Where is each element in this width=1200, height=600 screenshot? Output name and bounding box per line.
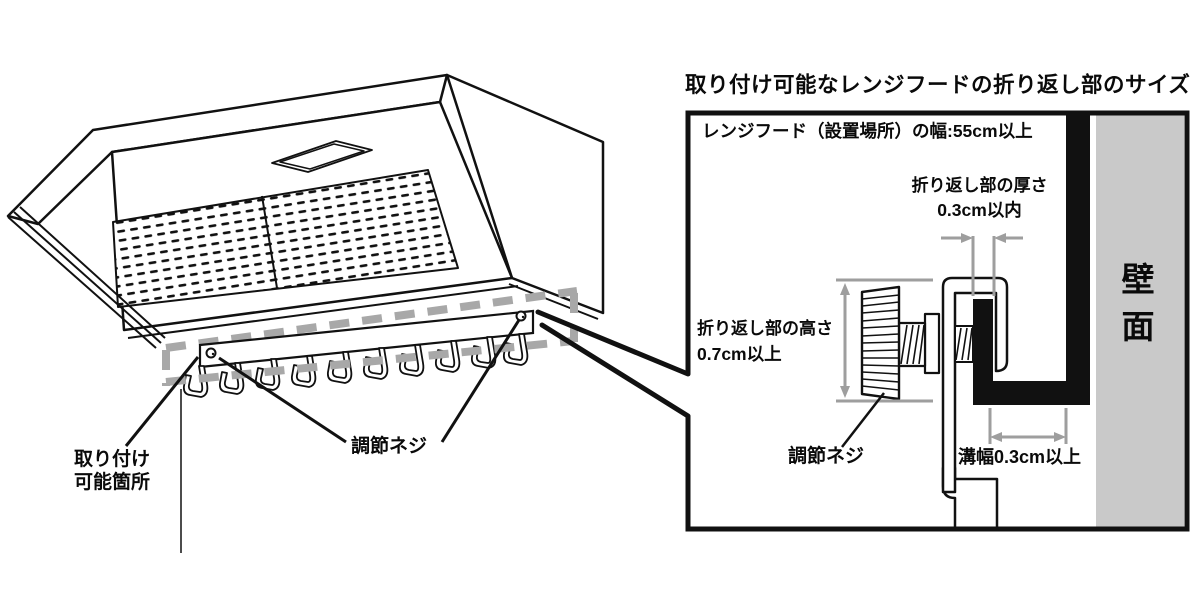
groove-dimension (988, 408, 1068, 444)
screw-leader-left (218, 356, 347, 444)
left-leader-lines (124, 319, 521, 553)
thickness-dimension (941, 233, 1023, 296)
dimension-lines (836, 233, 1068, 444)
filter-grille (112, 169, 459, 308)
screw-shaft-threads (900, 324, 925, 365)
thickness-label-line2: 0.3cm以内 (937, 200, 1022, 220)
detail-panel-border (685, 110, 1190, 532)
screw-flange (923, 312, 941, 375)
range-hood-illustration (6, 73, 605, 349)
hood-right-face (445, 73, 605, 315)
hood-rim-lines (7, 206, 599, 349)
right-adjustment-screw (515, 310, 527, 322)
hook (254, 358, 281, 391)
screw-leader-detail (841, 392, 885, 448)
foldback-dashed-outline (162, 287, 578, 386)
height-dimension (836, 278, 933, 403)
screw-label-left: 調節ネジ (351, 436, 428, 457)
detail-callout-lines (535, 309, 691, 419)
wall-label: 壁面 (1116, 262, 1154, 356)
hook (182, 365, 209, 398)
mount-leader-line (124, 356, 200, 447)
height-label-line1: 折り返し部の高さ (697, 319, 833, 338)
hook-bracket (941, 276, 1009, 494)
rail-screws (205, 310, 527, 359)
mounting-rail (198, 309, 535, 369)
screw-shaft-inner (954, 325, 974, 363)
height-label-line2: 0.7cm以上 (697, 344, 782, 364)
adjustment-screw-assembly (860, 285, 941, 401)
left-adjustment-screw (205, 347, 217, 359)
page-title: 取り付け可能なレンジフードの折り返し部のサイズ (685, 73, 1191, 97)
wall-surface (1096, 115, 1184, 527)
mount-label-line2: 可能箇所 (74, 472, 151, 493)
screw-knob-ridges (861, 294, 900, 391)
foldback-cross-section (973, 113, 1090, 405)
mount-label-line1: 取り付け (74, 449, 151, 470)
foldback-dashed-bottom (165, 337, 575, 386)
screw-leader-right (440, 319, 521, 443)
screw-label-detail: 調節ネジ (788, 446, 865, 467)
thickness-label-line1: 折り返し部の厚さ (911, 176, 1048, 195)
grille-divider (261, 195, 278, 289)
top-vent-slot-inner (279, 143, 365, 170)
width-note: レンジフード（設置場所）の幅:55cm以上 (702, 121, 1033, 141)
groove-width-label: 溝幅0.3cm以上 (958, 447, 1082, 467)
